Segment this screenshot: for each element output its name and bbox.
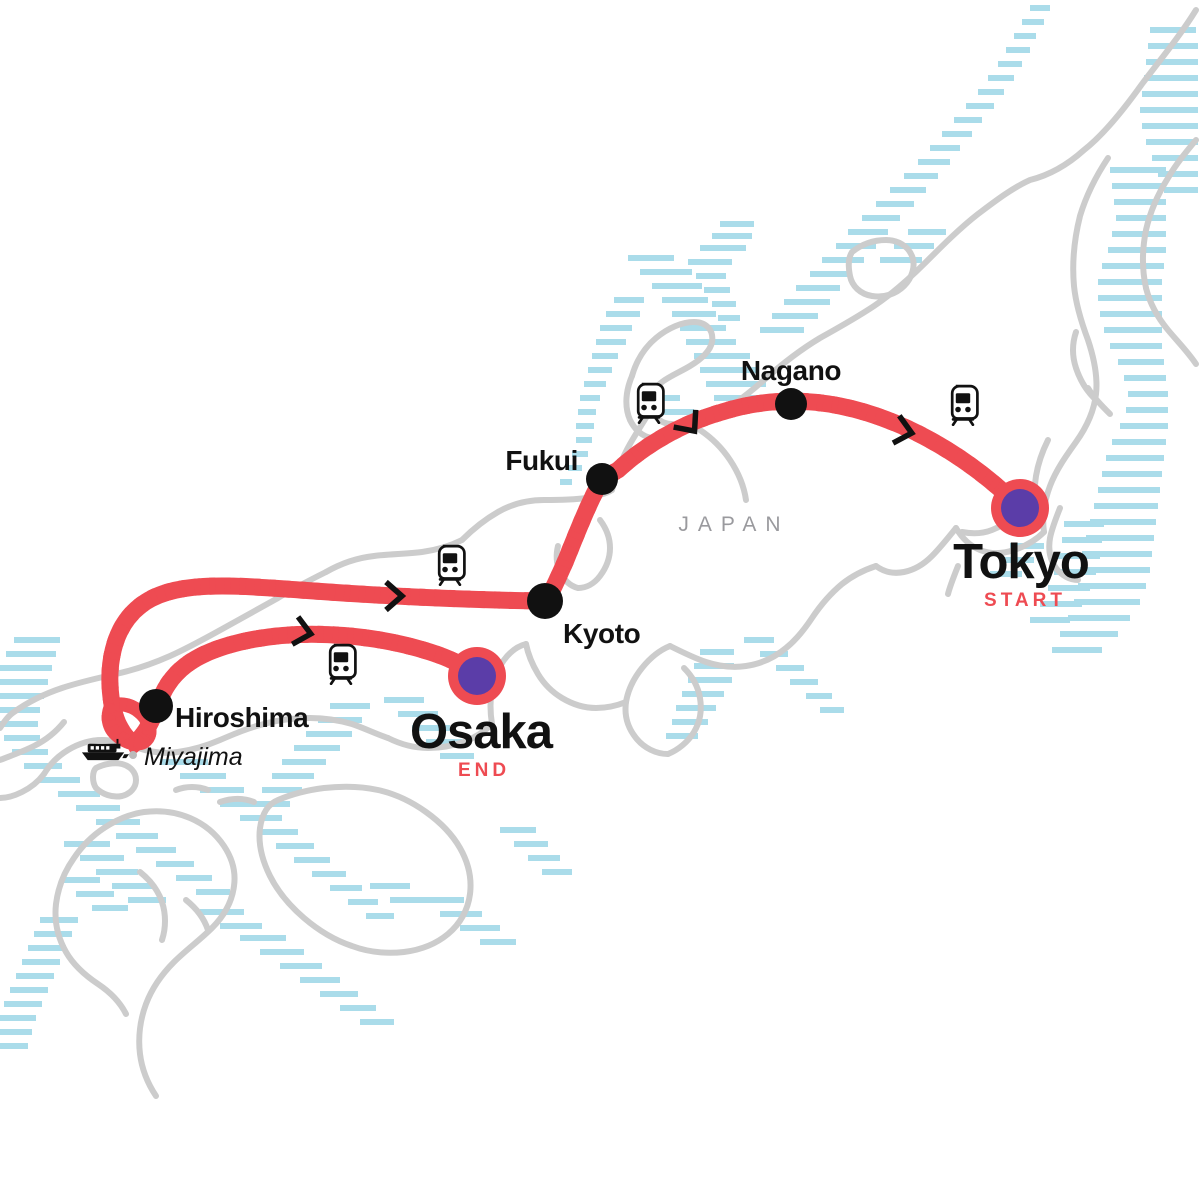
island-label-miyajima: Miyajima	[144, 743, 243, 771]
marker-fukui[interactable]	[586, 463, 618, 495]
city-label-tokyo: Tokyo	[953, 535, 1089, 589]
route-tokyo-fukui-kyoto	[538, 392, 1014, 606]
country-label: JAPAN	[678, 513, 789, 536]
city-markers-layer	[129, 388, 1049, 759]
train-icon	[437, 544, 466, 586]
marker-kyoto[interactable]	[527, 583, 563, 619]
city-label-kyoto: Kyoto	[563, 618, 641, 649]
city-label-hiroshima: Hiroshima	[175, 702, 309, 733]
train-icon	[636, 382, 665, 424]
city-label-fukui: Fukui	[505, 445, 578, 476]
city-label-nagano: Nagano	[741, 355, 842, 386]
endpoint-label-start: START	[984, 590, 1066, 611]
marker-miyajima[interactable]	[129, 751, 137, 759]
marker-tokyo[interactable]	[991, 479, 1049, 537]
train-icon	[328, 643, 357, 685]
marker-hiroshima[interactable]	[139, 689, 173, 723]
marker-osaka[interactable]	[448, 647, 506, 705]
labels-layer: JAPAN Tokyo START Nagano Fukui Kyoto Osa…	[144, 355, 1090, 781]
endpoint-label-end: END	[458, 760, 510, 781]
train-icon	[950, 384, 979, 426]
city-label-osaka: Osaka	[410, 705, 554, 759]
marker-nagano[interactable]	[775, 388, 807, 420]
